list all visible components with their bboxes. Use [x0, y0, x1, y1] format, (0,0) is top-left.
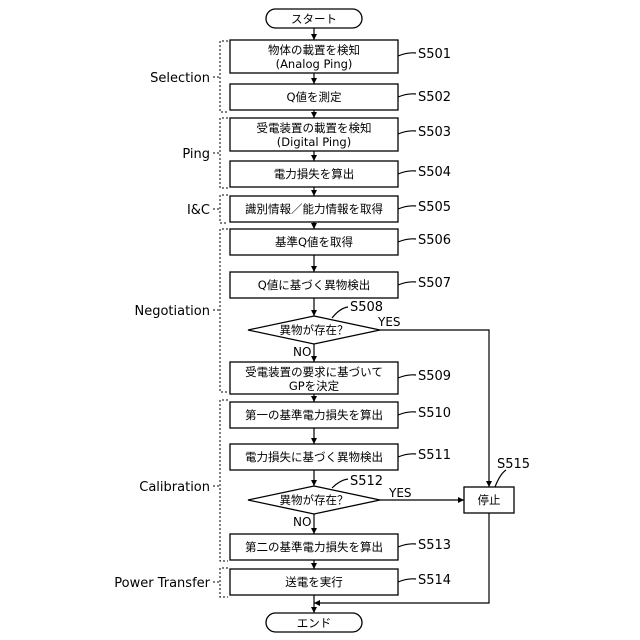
decision-s508: 異物が存在？: [248, 316, 380, 344]
step-s501-box: 物体の載置を検知 (Analog Ping): [230, 40, 398, 73]
step-s501-line1: 物体の載置を検知: [268, 43, 360, 57]
step-s507-number: S507: [418, 276, 451, 291]
step-s509-line1: 受電装置の要求に基づいて: [245, 365, 383, 379]
step-s506-number: S506: [418, 233, 451, 248]
step-s502-line1: Q値を測定: [286, 90, 342, 104]
start-terminal: スタート: [266, 9, 362, 28]
step-s501-line2: (Analog Ping): [276, 57, 353, 71]
step-s509-number: S509: [418, 369, 451, 384]
step-s505-number: S505: [418, 200, 451, 215]
decision-s508-no-label: NO: [293, 345, 311, 359]
phase-calibration-label: Calibration: [139, 480, 210, 495]
step-s510-line1: 第一の基準電力損失を算出: [245, 408, 383, 422]
step-s506-line1: 基準Q値を取得: [275, 235, 353, 249]
phase-ping-label: Ping: [182, 147, 210, 162]
step-s510-number: S510: [418, 406, 451, 421]
decision-s512-yes-label: YES: [388, 486, 412, 500]
phase-labels: Selection Ping I&C Negotiation Calibrati…: [114, 71, 210, 591]
step-s504-box: 電力損失を算出: [230, 161, 398, 187]
decision-s508-yes-label: YES: [377, 315, 401, 329]
step-s501-number: S501: [418, 47, 451, 62]
step-s514-box: 送電を実行: [230, 569, 398, 595]
step-s507-box: Q値に基づく異物検出: [230, 272, 398, 298]
step-s505-line1: 識別情報／能力情報を取得: [245, 202, 383, 216]
step-s515-box: 停止: [464, 487, 514, 513]
decision-s512-label: 異物が存在？: [280, 493, 349, 507]
step-s515-line1: 停止: [478, 493, 501, 507]
step-s514-line1: 送電を実行: [285, 575, 343, 589]
decision-s512-no-label: NO: [293, 515, 311, 529]
step-s505-box: 識別情報／能力情報を取得: [230, 196, 398, 222]
step-s507-line1: Q値に基づく異物検出: [258, 278, 371, 292]
phase-selection-label: Selection: [150, 71, 210, 86]
step-s502-box: Q値を測定: [230, 84, 398, 110]
step-s513-number: S513: [418, 538, 451, 553]
step-s513-box: 第二の基準電力損失を算出: [230, 534, 398, 560]
end-label: エンド: [297, 616, 332, 630]
step-s508-number: S508: [350, 300, 383, 315]
decision-s508-label: 異物が存在？: [280, 323, 349, 337]
step-s503-line1: 受電装置の載置を検知: [257, 121, 372, 135]
flow-connectors: [314, 28, 489, 613]
phase-ic-label: I&C: [187, 203, 210, 218]
step-s503-line2: (Digital Ping): [277, 135, 351, 149]
end-terminal: エンド: [266, 613, 362, 632]
step-s504-number: S504: [418, 165, 451, 180]
step-s512-number: S512: [350, 474, 383, 489]
step-s513-line1: 第二の基準電力損失を算出: [245, 540, 383, 554]
step-s510-box: 第一の基準電力損失を算出: [230, 402, 398, 428]
step-s514-number: S514: [418, 573, 451, 588]
step-s511-box: 電力損失に基づく異物検出: [230, 444, 398, 470]
step-s504-line1: 電力損失を算出: [274, 167, 355, 181]
step-s502-number: S502: [418, 90, 451, 105]
step-s515-number: S515: [497, 457, 530, 472]
step-s503-box: 受電装置の載置を検知 (Digital Ping): [230, 118, 398, 151]
step-s511-number: S511: [418, 448, 451, 463]
step-s506-box: 基準Q値を取得: [230, 229, 398, 255]
decision-s512: 異物が存在？: [248, 486, 380, 514]
step-s509-box: 受電装置の要求に基づいて GPを決定: [230, 362, 398, 394]
phase-negotiation-label: Negotiation: [134, 304, 210, 319]
phase-brackets: [213, 41, 228, 597]
step-s503-number: S503: [418, 125, 451, 140]
start-label: スタート: [291, 12, 337, 26]
step-s509-line2: GPを決定: [289, 379, 340, 393]
step-s511-line1: 電力損失に基づく異物検出: [245, 450, 383, 464]
phase-power-transfer-label: Power Transfer: [114, 576, 210, 591]
